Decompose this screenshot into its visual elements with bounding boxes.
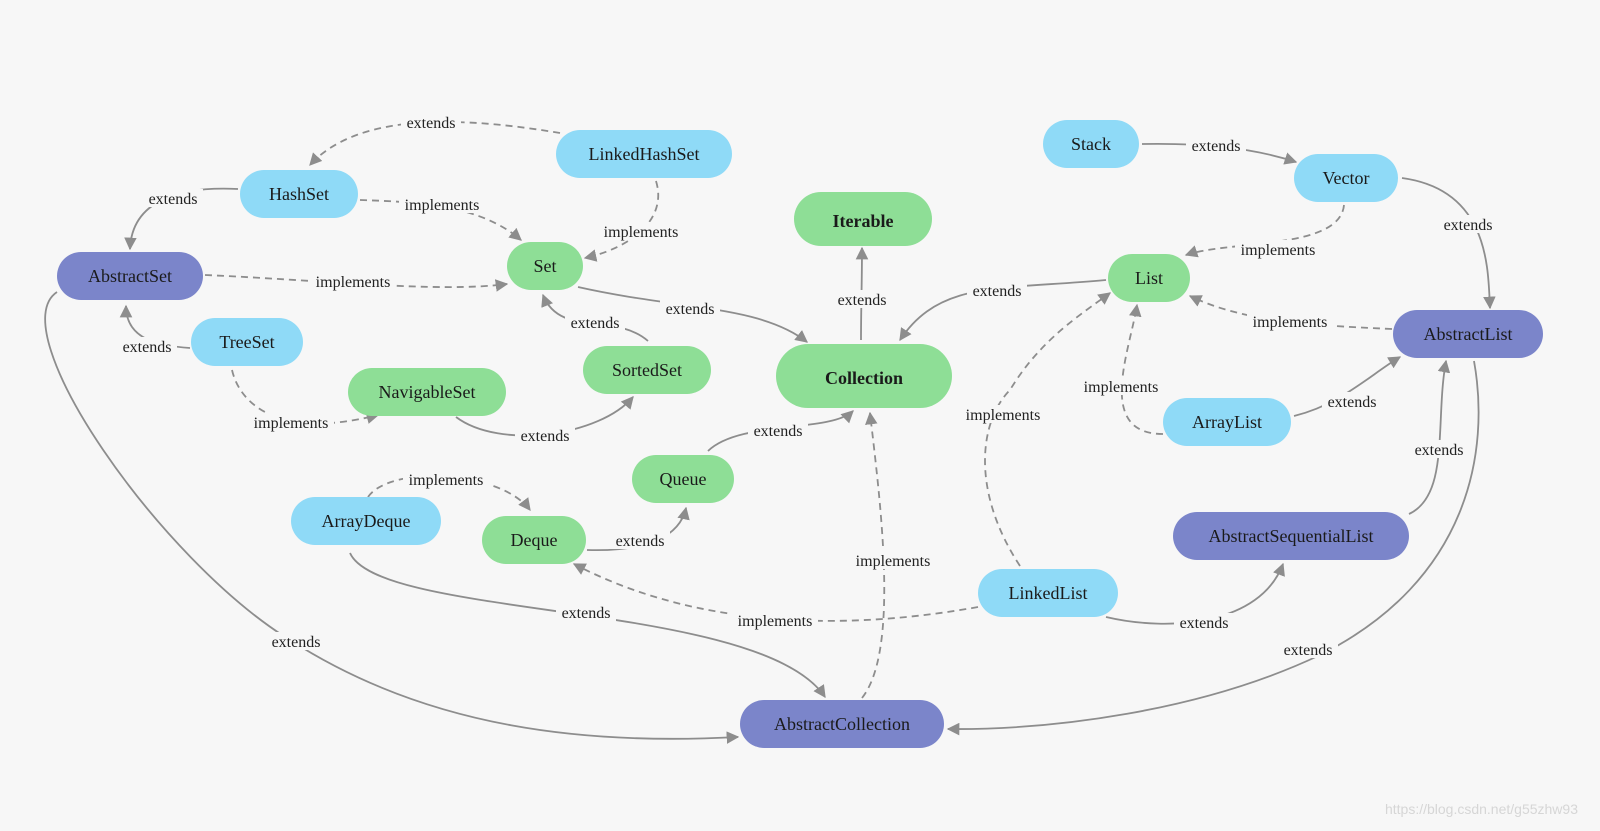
node-arraydeque[interactable]: ArrayDeque bbox=[291, 497, 441, 545]
edge-label: extends bbox=[754, 423, 803, 440]
node-label: Deque bbox=[511, 530, 558, 550]
node-stack[interactable]: Stack bbox=[1043, 120, 1139, 168]
edge-label: extends bbox=[1444, 217, 1493, 234]
node-label: AbstractCollection bbox=[774, 714, 910, 734]
edge-label: extends bbox=[1415, 442, 1464, 459]
edge-label: extends bbox=[407, 115, 456, 132]
edge-abstractlist-list bbox=[1188, 295, 1393, 330]
edge-vector-abstractlist bbox=[1401, 177, 1496, 310]
node-label: AbstractList bbox=[1424, 324, 1513, 344]
node-abstractcollection[interactable]: AbstractCollection bbox=[740, 700, 944, 748]
edge-linkedlist-list bbox=[984, 292, 1112, 567]
node-label: Vector bbox=[1323, 168, 1370, 188]
node-queue[interactable]: Queue bbox=[632, 455, 734, 503]
edge-arraylist-list bbox=[1120, 303, 1164, 435]
edge-label: extends bbox=[973, 283, 1022, 300]
node-label: TreeSet bbox=[219, 332, 274, 352]
node-treeset[interactable]: TreeSet bbox=[191, 318, 303, 366]
node-sortedset[interactable]: SortedSet bbox=[583, 346, 711, 394]
edge-label: implements bbox=[738, 613, 813, 630]
node-label: Iterable bbox=[833, 211, 894, 231]
edge-label: extends bbox=[1328, 394, 1377, 411]
node-label: Queue bbox=[660, 469, 707, 489]
edge-arraydeque-deque bbox=[367, 475, 531, 512]
edge-label: extends bbox=[666, 301, 715, 318]
node-list[interactable]: List bbox=[1108, 254, 1190, 302]
node-abstractset[interactable]: AbstractSet bbox=[57, 252, 203, 300]
edge-arraylist-abstractlist bbox=[1293, 356, 1402, 417]
node-label: List bbox=[1135, 268, 1163, 288]
node-set[interactable]: Set bbox=[507, 242, 583, 290]
edge-label: extends bbox=[149, 191, 198, 208]
edge-label: implements bbox=[1084, 379, 1159, 396]
node-linkedhashset[interactable]: LinkedHashSet bbox=[556, 130, 732, 178]
edge-label: extends bbox=[1180, 615, 1229, 632]
edge-label: extends bbox=[123, 339, 172, 356]
nodes: Iterable Collection Set SortedSet Naviga… bbox=[57, 120, 1543, 748]
edge-label: extends bbox=[571, 315, 620, 332]
node-iterable[interactable]: Iterable bbox=[794, 192, 932, 246]
edge-label: extends bbox=[1192, 138, 1241, 155]
node-label: Set bbox=[533, 256, 556, 276]
node-collection[interactable]: Collection bbox=[776, 344, 952, 408]
edge-linkedhashset-set bbox=[583, 180, 659, 262]
edge-linkedlist-deque bbox=[572, 563, 979, 622]
edge-label: extends bbox=[521, 428, 570, 445]
edge-label: implements bbox=[604, 224, 679, 241]
edge-labels: extends implements implements extends im… bbox=[117, 113, 1498, 659]
edge-label: implements bbox=[254, 415, 329, 432]
node-abstractsequentiallist[interactable]: AbstractSequentialList bbox=[1173, 512, 1409, 560]
edge-label: extends bbox=[272, 634, 321, 651]
node-label: LinkedList bbox=[1009, 583, 1088, 603]
node-label: ArrayDeque bbox=[322, 511, 411, 531]
edge-label: extends bbox=[838, 292, 887, 309]
node-label: AbstractSequentialList bbox=[1209, 526, 1374, 546]
node-deque[interactable]: Deque bbox=[482, 516, 586, 564]
edge-label: implements bbox=[409, 472, 484, 489]
node-label: SortedSet bbox=[612, 360, 682, 380]
node-label: Stack bbox=[1071, 134, 1111, 154]
edge-abstractcollection-collection bbox=[861, 411, 886, 699]
node-label: Collection bbox=[825, 368, 903, 388]
edge-label: extends bbox=[562, 605, 611, 622]
node-navigableset[interactable]: NavigableSet bbox=[348, 368, 506, 416]
edge-label: extends bbox=[616, 533, 665, 550]
edge-label: implements bbox=[856, 553, 931, 570]
node-arraylist[interactable]: ArrayList bbox=[1163, 398, 1291, 446]
edge-label: extends bbox=[1284, 642, 1333, 659]
watermark: https://blog.csdn.net/g55zhw93 bbox=[1384, 801, 1578, 817]
edge-label: implements bbox=[966, 407, 1041, 424]
edge-label: implements bbox=[1241, 242, 1316, 259]
node-label: HashSet bbox=[269, 184, 329, 204]
edge-linkedhashset-hashset bbox=[309, 121, 561, 166]
edge-abstractsequentiallist-abstractlist bbox=[1408, 359, 1451, 515]
node-label: ArrayList bbox=[1192, 412, 1262, 432]
node-linkedlist[interactable]: LinkedList bbox=[978, 569, 1118, 617]
edge-label: implements bbox=[316, 274, 391, 291]
node-vector[interactable]: Vector bbox=[1294, 154, 1398, 202]
node-abstractlist[interactable]: AbstractList bbox=[1393, 310, 1543, 358]
node-label: AbstractSet bbox=[88, 266, 172, 286]
node-label: NavigableSet bbox=[379, 382, 476, 402]
node-hashset[interactable]: HashSet bbox=[240, 170, 358, 218]
node-label: LinkedHashSet bbox=[589, 144, 700, 164]
edge-label: implements bbox=[1253, 314, 1328, 331]
edge-label: implements bbox=[405, 197, 480, 214]
